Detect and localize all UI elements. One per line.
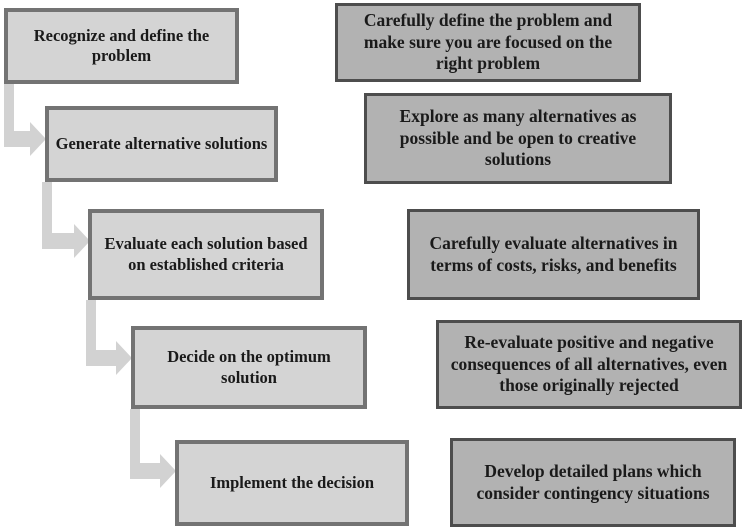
note-box-2: Explore as many alternatives as possible…	[364, 93, 672, 184]
step-box-5: Implement the decision	[175, 440, 409, 526]
elbow-arrow-1	[4, 84, 46, 156]
step-label: Decide on the optimum solution	[167, 347, 331, 387]
note-label: Carefully evaluate alternatives in terms…	[429, 233, 678, 275]
step-box-2: Generate alternative solutions	[45, 106, 278, 182]
note-label: Develop detailed plans which consider co…	[476, 461, 710, 503]
elbow-arrow-4	[130, 409, 176, 488]
step-label: Recognize and define the problem	[33, 25, 210, 65]
step-box-4: Decide on the optimum solution	[131, 326, 367, 409]
elbow-arrow-3	[86, 300, 132, 375]
step-box-3: Evaluate each solution based on establis…	[88, 209, 324, 300]
note-label: Carefully define the problem and make su…	[363, 10, 613, 74]
step-label: Generate alternative solutions	[55, 133, 268, 153]
step-label: Evaluate each solution based on establis…	[104, 234, 308, 274]
note-box-4: Re-evaluate positive and negative conseq…	[436, 320, 742, 409]
step-box-1: Recognize and define the problem	[4, 8, 239, 84]
note-box-3: Carefully evaluate alternatives in terms…	[407, 209, 700, 300]
elbow-arrow-2	[42, 182, 90, 258]
note-label: Explore as many alternatives as possible…	[399, 106, 637, 170]
note-label: Re-evaluate positive and negative conseq…	[450, 332, 728, 396]
note-box-5: Develop detailed plans which consider co…	[450, 438, 736, 527]
step-label: Implement the decision	[209, 472, 375, 492]
note-box-1: Carefully define the problem and make su…	[335, 3, 641, 82]
